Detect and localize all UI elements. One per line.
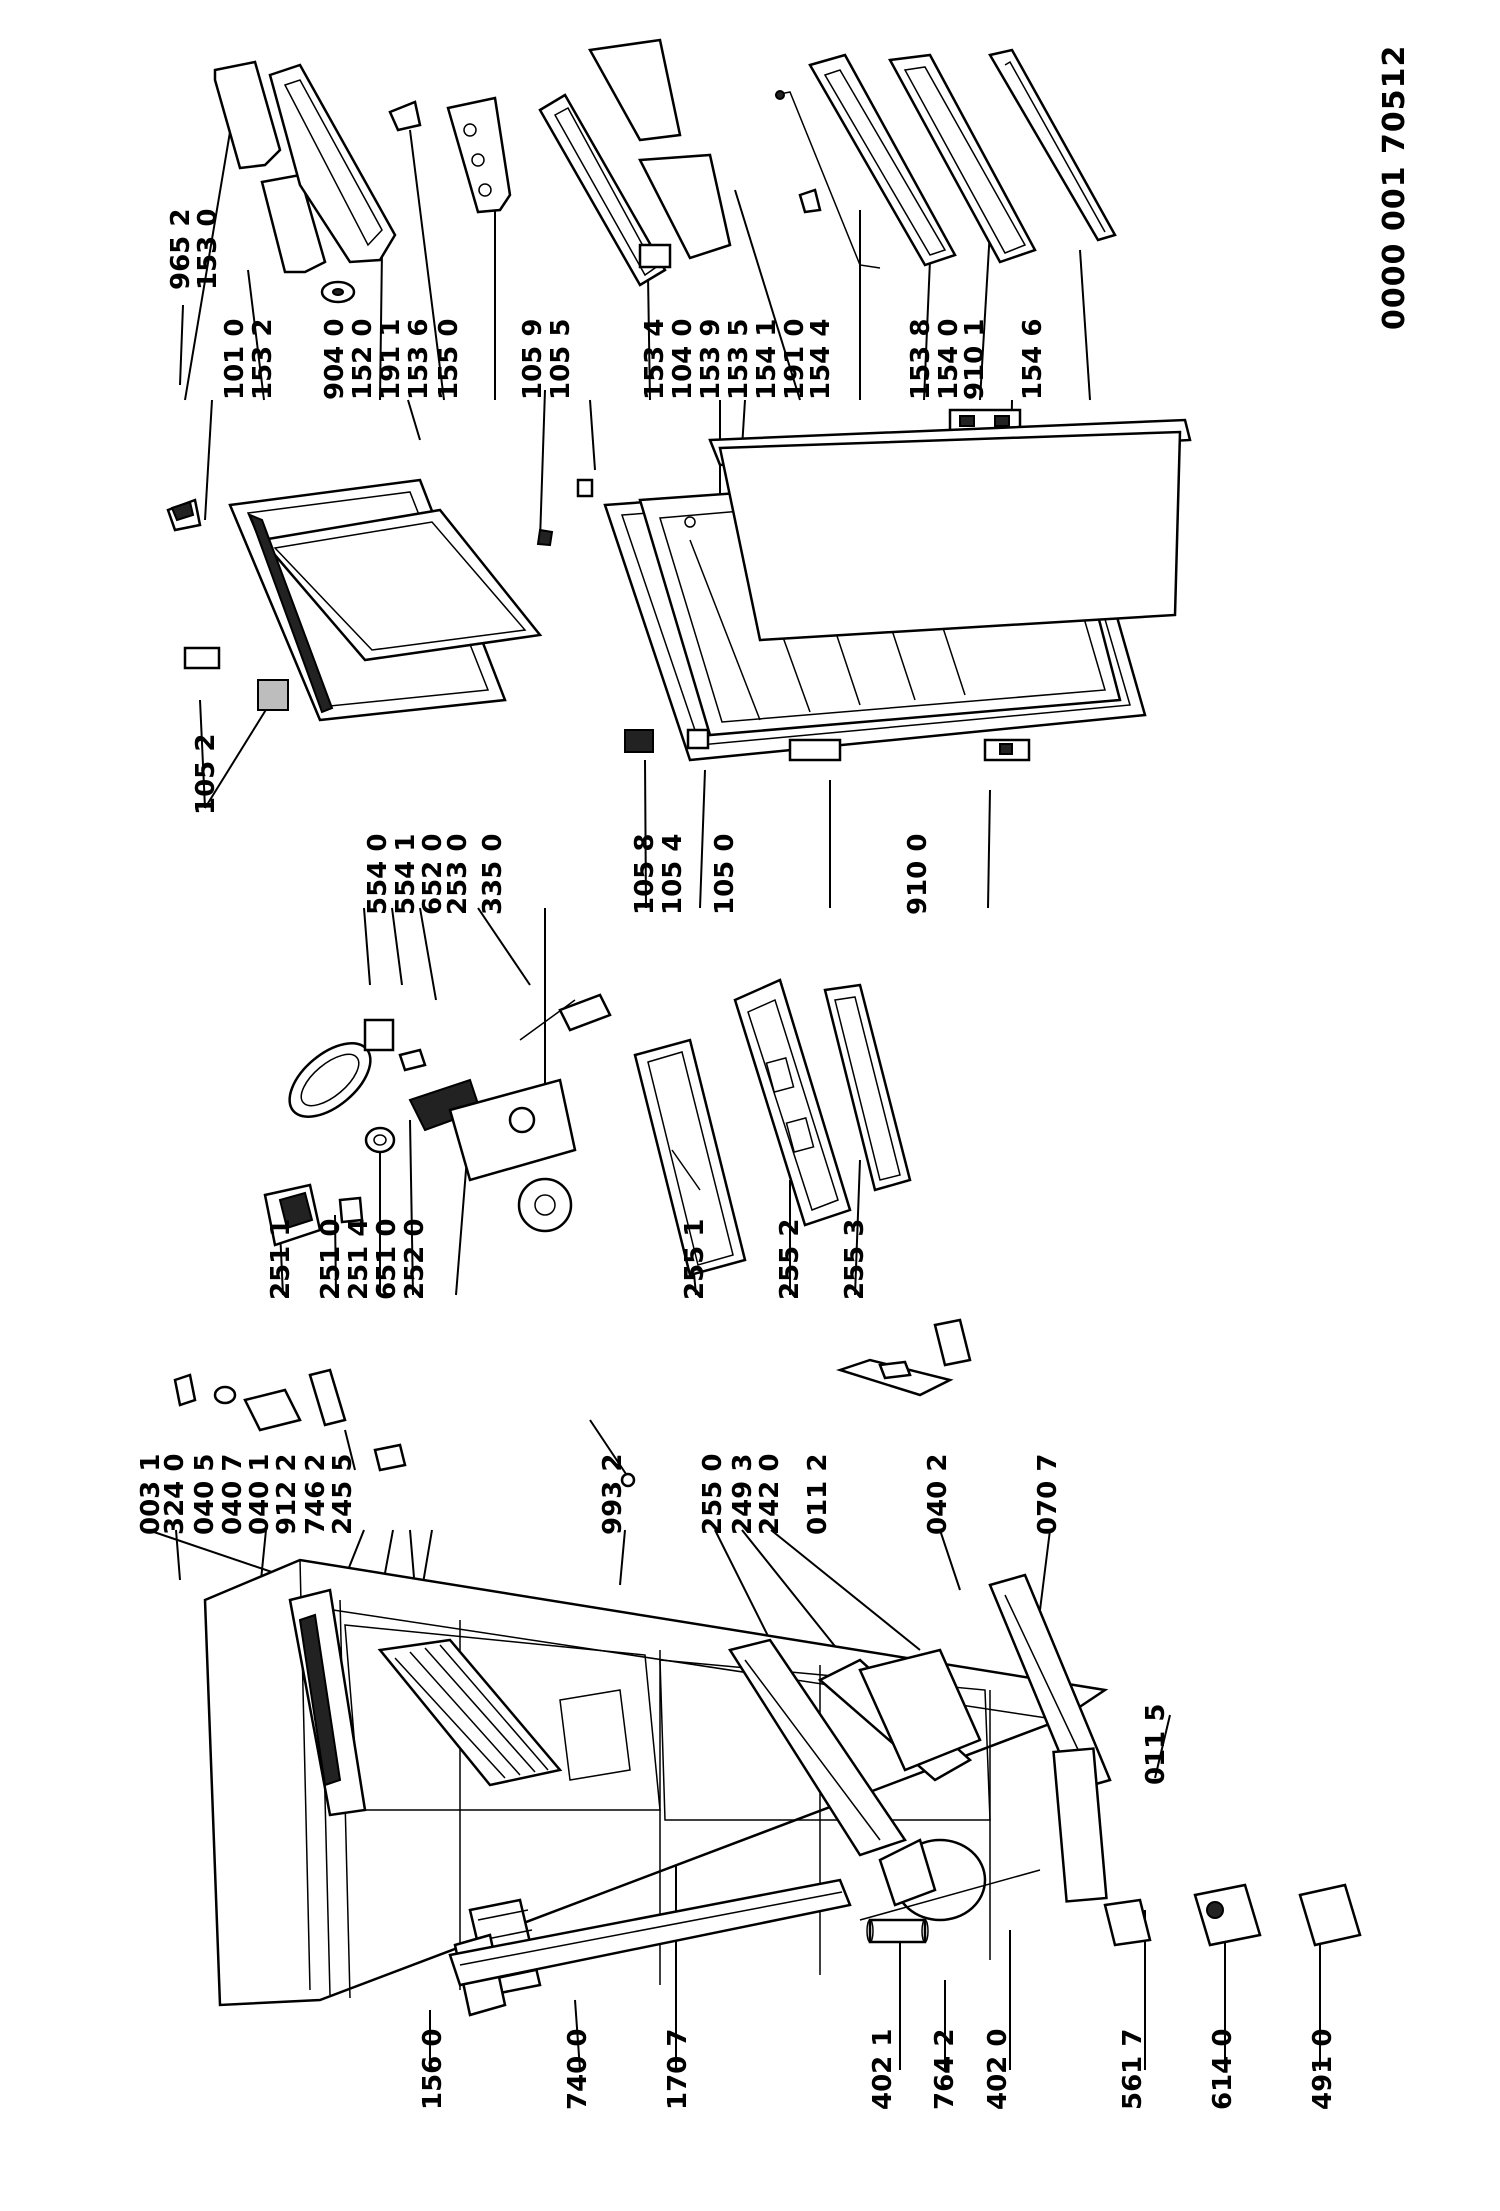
part-label: 105 0 bbox=[710, 833, 740, 915]
part-label: 156 0 bbox=[418, 2028, 448, 2110]
part-label: 105 9 bbox=[518, 318, 548, 400]
part-label: 191 0 bbox=[780, 318, 810, 400]
part-label: 153 0 bbox=[193, 208, 223, 290]
part-label: 154 6 bbox=[1018, 318, 1048, 400]
part-label: 910 0 bbox=[903, 833, 933, 915]
part-label: 251 1 bbox=[266, 1218, 296, 1300]
part-label: 154 4 bbox=[806, 318, 836, 400]
part-label: 255 2 bbox=[775, 1218, 805, 1300]
part-label: 153 2 bbox=[248, 318, 278, 400]
part-label: 402 0 bbox=[983, 2028, 1013, 2110]
part-label: 170 7 bbox=[663, 2028, 693, 2110]
part-label: 910 1 bbox=[960, 318, 990, 400]
part-label: 993 2 bbox=[598, 1453, 628, 1535]
part-label: 614 0 bbox=[1208, 2028, 1238, 2110]
part-label: 105 5 bbox=[546, 318, 576, 400]
part-label: 153 6 bbox=[404, 318, 434, 400]
part-label: 561 7 bbox=[1118, 2028, 1148, 2110]
part-label: 554 1 bbox=[391, 833, 421, 915]
glass-shelves bbox=[633, 978, 912, 1277]
part-label: 040 7 bbox=[218, 1453, 248, 1535]
part-label: 912 2 bbox=[272, 1453, 302, 1535]
part-label: 070 7 bbox=[1033, 1453, 1063, 1535]
part-label: 040 2 bbox=[923, 1453, 953, 1535]
part-label: 011 2 bbox=[803, 1453, 833, 1535]
part-label: 105 4 bbox=[658, 833, 688, 915]
part-label: 153 5 bbox=[724, 318, 754, 400]
part-label: 324 0 bbox=[160, 1453, 190, 1535]
drawing-code: 0000 001 70512 bbox=[1377, 44, 1412, 330]
part-label: 245 5 bbox=[328, 1453, 358, 1535]
part-label: 554 0 bbox=[363, 833, 393, 915]
part-label: 904 0 bbox=[320, 318, 350, 400]
cabinet bbox=[173, 1318, 1362, 2017]
part-label: 335 0 bbox=[478, 833, 508, 915]
part-label: 651 0 bbox=[372, 1218, 402, 1300]
part-label: 101 0 bbox=[220, 318, 250, 400]
part-label: 152 0 bbox=[348, 318, 378, 400]
part-label: 154 0 bbox=[934, 318, 964, 400]
main-door bbox=[603, 418, 1192, 762]
part-label: 491 0 bbox=[1308, 2028, 1338, 2110]
part-label: 191 1 bbox=[376, 318, 406, 400]
part-label: 965 2 bbox=[166, 208, 196, 290]
part-label: 153 4 bbox=[640, 318, 670, 400]
part-label: 105 8 bbox=[630, 833, 660, 915]
part-label: 255 3 bbox=[840, 1218, 870, 1300]
part-label: 104 0 bbox=[668, 318, 698, 400]
part-label: 251 0 bbox=[316, 1218, 346, 1300]
part-label: 153 9 bbox=[696, 318, 726, 400]
part-label: 153 8 bbox=[906, 318, 936, 400]
part-label: 040 5 bbox=[190, 1453, 220, 1535]
part-label: 242 0 bbox=[755, 1453, 785, 1535]
part-label: 249 3 bbox=[728, 1453, 758, 1535]
part-label: 746 2 bbox=[301, 1453, 331, 1535]
part-label: 402 1 bbox=[868, 2028, 898, 2110]
part-label: 011 5 bbox=[1141, 1703, 1171, 1785]
control-group bbox=[263, 993, 612, 1247]
part-label: 764 2 bbox=[930, 2028, 960, 2110]
part-label: 040 1 bbox=[245, 1453, 275, 1535]
part-label: 252 0 bbox=[400, 1218, 430, 1300]
door-parts-top bbox=[166, 60, 594, 722]
part-label: 740 0 bbox=[563, 2028, 593, 2110]
door-balconies bbox=[538, 38, 1117, 434]
part-label: 255 0 bbox=[698, 1453, 728, 1535]
part-label: 251 4 bbox=[344, 1218, 374, 1300]
part-label: 105 2 bbox=[191, 733, 221, 815]
part-label: 154 1 bbox=[752, 318, 782, 400]
part-label: 253 0 bbox=[443, 833, 473, 915]
part-label: 255 1 bbox=[680, 1218, 710, 1300]
part-label: 155 0 bbox=[434, 318, 464, 400]
